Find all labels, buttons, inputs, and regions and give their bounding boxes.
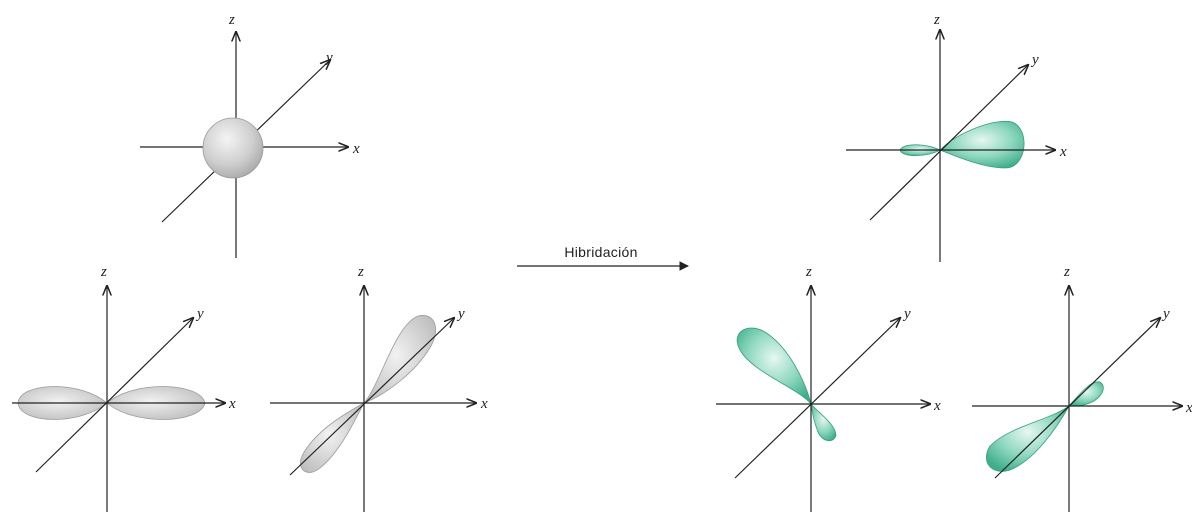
hybrid-orbital-1-panel: z x y (846, 12, 1067, 262)
x-label: x (352, 141, 360, 157)
py-orbital-panel: z x y (270, 264, 488, 512)
z-label: z (228, 12, 235, 28)
hybridization-arrow: Hibridación (517, 244, 688, 266)
x-label: x (1059, 144, 1067, 160)
s-orbital-sphere (203, 118, 263, 178)
hybrid-2-minor-lobe (811, 404, 836, 441)
x-label: x (1185, 400, 1192, 416)
y-label: y (1030, 52, 1039, 68)
py-lobe-upper (364, 315, 436, 403)
s-orbital-panel: z x y (140, 12, 360, 258)
y-label: y (1161, 306, 1170, 322)
x-label: x (933, 398, 941, 414)
hybrid-2-major-lobe (737, 328, 811, 404)
z-label: z (100, 264, 107, 280)
y-label: y (456, 306, 465, 322)
hybrid-3-major-lobe (986, 406, 1069, 471)
px-orbital-panel: z x y (12, 264, 236, 512)
hybrid-3-minor-lobe (1069, 382, 1103, 406)
x-label: x (480, 396, 488, 412)
arrow-label: Hibridación (564, 244, 637, 260)
hybrid-orbital-2-panel: z x y (716, 264, 941, 512)
y-axis (290, 318, 454, 475)
z-label: z (1063, 264, 1070, 280)
y-label: y (902, 306, 911, 322)
y-axis (995, 318, 1160, 478)
z-label: z (805, 264, 812, 280)
hybrid-1-major-lobe (940, 121, 1024, 168)
x-label: x (228, 396, 236, 412)
z-label: z (357, 264, 364, 280)
y-label: y (324, 50, 333, 66)
z-label: z (933, 12, 940, 28)
hybrid-orbital-3-panel: z x y (972, 264, 1192, 512)
y-label: y (195, 306, 204, 322)
